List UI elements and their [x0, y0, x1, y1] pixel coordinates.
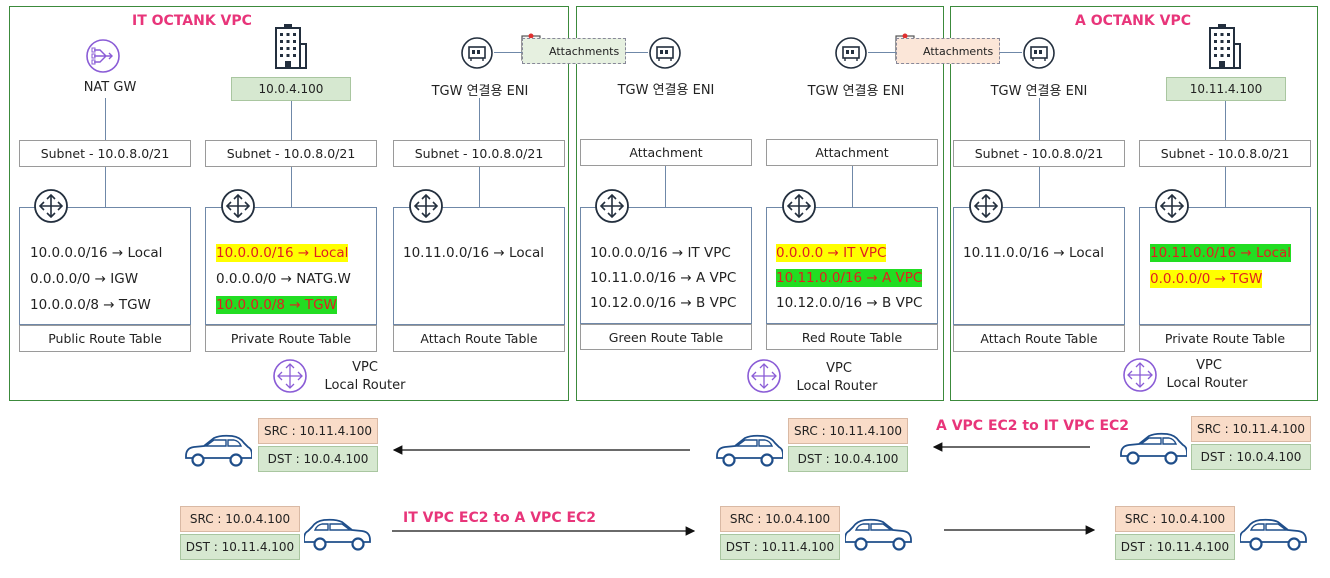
packet-src: SRC : 10.0.4.100: [1115, 506, 1235, 532]
route-entry-highlighted: 0.0.0.0 → IT VPC: [776, 244, 887, 262]
eni-icon: [1023, 37, 1055, 69]
vpc-router-label: VPC: [1196, 358, 1222, 373]
car-icon: [304, 518, 371, 551]
router-icon: [782, 189, 816, 223]
car-icon: [185, 434, 252, 467]
route-entry-highlighted: 10.11.0.0/16 → Local: [1150, 244, 1292, 262]
route-table-caption: Attach Route Table: [393, 325, 565, 352]
route-entry-highlighted: 0.0.0.0/0 → TGW: [1150, 270, 1263, 288]
car-icon: [1120, 432, 1187, 465]
vpc-router-label: Local Router: [796, 379, 878, 394]
router-icon: [409, 189, 443, 223]
packet-src: SRC : 10.11.4.100: [788, 418, 908, 444]
a-vpc-panel: [950, 6, 1318, 401]
attachments-right: Attachments: [896, 38, 1000, 64]
tgw-panel: [576, 6, 944, 401]
packet-dst: DST : 10.11.4.100: [180, 534, 300, 560]
forward-flow-title: IT VPC EC2 to A VPC EC2: [403, 510, 597, 526]
vpc-router-label: Local Router: [1166, 376, 1248, 391]
building-icon: [275, 24, 307, 69]
packet-dst: DST : 10.11.4.100: [1115, 534, 1235, 560]
it-vpc-panel: [9, 6, 569, 401]
packet-src: SRC : 10.11.4.100: [258, 418, 378, 444]
attachments-left: Attachments: [522, 38, 626, 64]
packet-dst: DST : 10.0.4.100: [258, 446, 378, 472]
route-entry: 10.0.0.0/16 → IT VPC: [590, 245, 731, 261]
it-server-ip-box: 10.0.4.100: [231, 77, 351, 101]
tgw-attachment-right: Attachment: [766, 139, 938, 166]
vpc-router-label: VPC: [826, 361, 852, 376]
packet-src: SRC : 10.11.4.100: [1191, 416, 1311, 442]
route-table-caption: Public Route Table: [19, 325, 191, 352]
eni-icon: [649, 37, 681, 69]
a-subnet-attach: Subnet - 10.0.8.0/21: [953, 140, 1125, 167]
packet-src: SRC : 10.0.4.100: [180, 506, 300, 532]
tgw-eni-label: TGW 연결용 ENI: [617, 83, 715, 98]
it-vpc-title: IT OCTANK VPC: [132, 13, 252, 29]
car-icon: [1240, 518, 1307, 551]
nat-gw-label: NAT GW: [83, 80, 137, 95]
vpc-router-icon: [1123, 358, 1157, 392]
a-attach-route-table: [953, 207, 1125, 325]
vpc-router-icon: [273, 359, 307, 393]
a-eni-label: TGW 연결용 ENI: [990, 84, 1088, 99]
packet-dst: DST : 10.11.4.100: [720, 534, 840, 560]
eni-icon: [461, 37, 493, 69]
eni-icon: [835, 37, 867, 69]
router-icon: [595, 189, 629, 223]
router-icon: [221, 189, 255, 223]
route-table-caption: Private Route Table: [1139, 325, 1311, 352]
vpc-router-icon: [747, 359, 781, 393]
route-table-caption: Private Route Table: [205, 325, 377, 352]
car-icon: [845, 518, 912, 551]
route-entry-highlighted: 10.11.0.0/16 → A VPC: [776, 269, 923, 287]
packet-src: SRC : 10.0.4.100: [720, 506, 840, 532]
it-eni-label: TGW 연결용 ENI: [431, 84, 529, 99]
router-icon: [1155, 189, 1189, 223]
a-vpc-title: A OCTANK VPC: [1075, 13, 1191, 29]
packet-dst: DST : 10.0.4.100: [788, 446, 908, 472]
router-icon: [969, 189, 1003, 223]
route-table-caption: Red Route Table: [766, 324, 938, 350]
it-subnet-public: Subnet - 10.0.8.0/21: [19, 140, 191, 167]
it-attach-route-table: [393, 207, 565, 325]
route-entry: 10.11.0.0/16 → Local: [403, 245, 545, 261]
route-entry-highlighted: 10.0.0.0/16 → Local: [216, 244, 349, 262]
packet-dst: DST : 10.0.4.100: [1191, 444, 1311, 470]
a-server-ip-box: 10.11.4.100: [1166, 77, 1286, 101]
a-private-route-table: [1139, 207, 1311, 325]
it-public-route-table: [19, 207, 191, 325]
route-entry: 10.12.0.0/16 → B VPC: [776, 295, 923, 311]
route-entry: 10.11.0.0/16 → A VPC: [590, 270, 737, 286]
route-entry-highlighted: 10.0.0.0/8 → TGW: [216, 296, 337, 314]
route-entry: 10.12.0.0/16 → B VPC: [590, 295, 737, 311]
it-subnet-private: Subnet - 10.0.8.0/21: [205, 140, 377, 167]
route-entry: 10.0.0.0/16 → Local: [30, 245, 163, 261]
route-entry: 0.0.0.0/0 → NATG.W: [216, 271, 351, 287]
route-entry: 0.0.0.0/0 → IGW: [30, 271, 139, 287]
nat-gateway-icon: [86, 39, 120, 73]
route-table-caption: Green Route Table: [580, 324, 752, 350]
tgw-eni-label: TGW 연결용 ENI: [807, 84, 905, 99]
car-icon: [716, 434, 783, 467]
tgw-red-route-table: [766, 207, 938, 324]
building-icon: [1209, 24, 1241, 69]
it-subnet-attach: Subnet - 10.0.8.0/21: [393, 140, 565, 167]
a-subnet-private: Subnet - 10.0.8.0/21: [1139, 140, 1311, 167]
vpc-router-label: Local Router: [324, 378, 406, 393]
tgw-green-route-table: [580, 207, 752, 324]
router-icon: [34, 189, 68, 223]
route-entry: 10.11.0.0/16 → Local: [963, 245, 1105, 261]
route-entry: 10.0.0.0/8 → TGW: [30, 297, 151, 313]
return-flow-title: A VPC EC2 to IT VPC EC2: [936, 418, 1130, 434]
route-table-caption: Attach Route Table: [953, 325, 1125, 352]
tgw-attachment-left: Attachment: [580, 139, 752, 166]
vpc-router-label: VPC: [352, 360, 378, 375]
